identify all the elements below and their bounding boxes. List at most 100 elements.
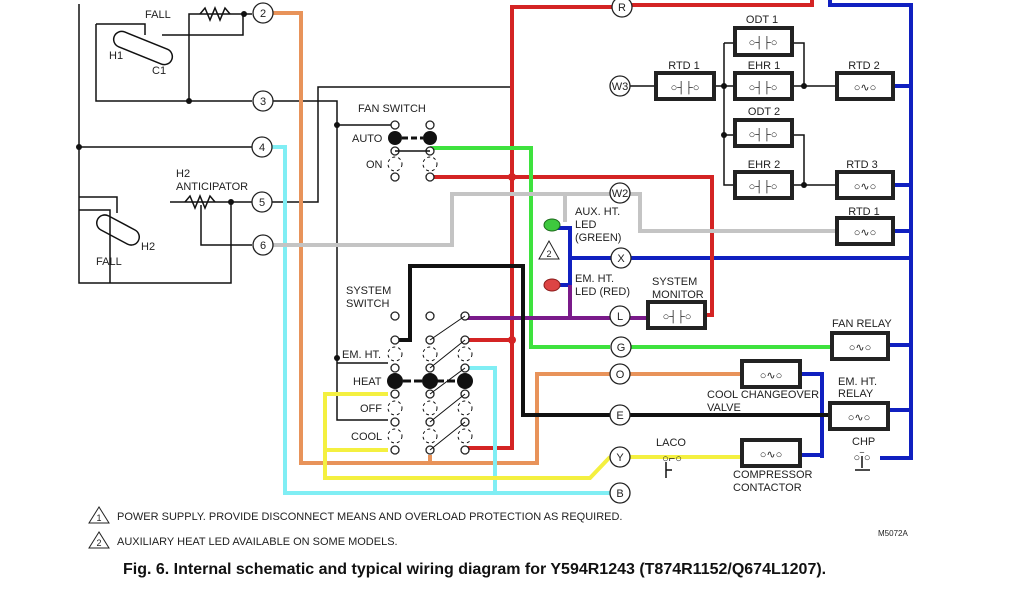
svg-text:W3: W3: [612, 81, 629, 93]
heat-position-label: HEAT: [353, 376, 382, 388]
em-ht-led-red: EM. HT.LED (RED): [543, 273, 630, 298]
svg-text:5: 5: [259, 197, 265, 209]
svg-text:1: 1: [96, 513, 101, 523]
terminal-b[interactable]: B: [609, 482, 631, 504]
svg-text:RTD 2: RTD 2: [848, 60, 880, 72]
fall-label: FALL: [96, 256, 122, 268]
thermostat-terminals: 2 3 4 5 6: [251, 2, 274, 256]
svg-text:3: 3: [260, 96, 266, 108]
svg-text:Y: Y: [616, 452, 624, 464]
svg-text:CHP: CHP: [852, 436, 875, 448]
terminal-5[interactable]: 5: [251, 191, 273, 213]
fan-auto-contact[interactable]: [423, 131, 437, 145]
svg-text:EHR 1: EHR 1: [748, 60, 780, 72]
terminal-e[interactable]: E: [609, 404, 631, 426]
rtd2-coil: RTD 2 ○∿○: [835, 60, 895, 101]
rtd3-coil: RTD 3 ○∿○: [835, 159, 895, 200]
field-wires: [272, 0, 913, 495]
svg-text:ODT 2: ODT 2: [748, 106, 780, 118]
svg-text:(GREEN): (GREEN): [575, 232, 621, 244]
svg-text:4: 4: [259, 142, 265, 154]
ehr1-contact: EHR 1 ○┤├○: [733, 60, 794, 101]
svg-text:○┤├○: ○┤├○: [749, 35, 778, 50]
svg-text:2: 2: [546, 249, 551, 259]
svg-text:○┤├○: ○┤├○: [749, 179, 778, 194]
terminal-o[interactable]: O: [609, 363, 631, 385]
system-switch-label: SWITCH: [346, 298, 389, 310]
terminal-3[interactable]: 3: [252, 90, 274, 112]
svg-text:○∿○: ○∿○: [854, 82, 877, 94]
svg-text:R: R: [618, 2, 626, 14]
em-ht-relay: EM. HT.RELAY○∿○: [828, 376, 890, 431]
note-1: 1 POWER SUPPLY. PROVIDE DISCONNECT MEANS …: [88, 506, 623, 524]
svg-text:○⌐○: ○⌐○: [662, 453, 682, 465]
off-position-label: OFF: [360, 403, 382, 415]
h2-label: H2: [141, 241, 155, 253]
rtd1-coil: RTD 1○∿○: [835, 206, 895, 246]
svg-text:RELAY: RELAY: [838, 388, 874, 400]
em-ht-position-label: EM. HT.: [342, 349, 381, 361]
svg-text:2: 2: [260, 8, 266, 20]
svg-text:VALVE: VALVE: [707, 402, 741, 414]
svg-text:X: X: [617, 253, 625, 265]
chp-switch: CHP○‾○: [852, 436, 875, 471]
terminal-l[interactable]: L: [609, 305, 631, 327]
system-switch-label: SYSTEM: [346, 285, 391, 297]
terminal-2[interactable]: 2: [252, 2, 274, 24]
system-switch[interactable]: SYSTEM SWITCH EM. HT. HEAT OFF COOL: [342, 285, 473, 455]
fan-on-label: ON: [366, 159, 383, 171]
svg-text:○∿○: ○∿○: [854, 181, 877, 193]
terminal-x[interactable]: X: [610, 247, 632, 269]
fan-switch[interactable]: FAN SWITCH AUTO ON: [352, 103, 438, 182]
heat-contact[interactable]: [387, 373, 403, 389]
c1-label: C1: [152, 65, 166, 77]
laco-switch: LACO○⌐○: [656, 437, 686, 478]
figure-id: M5072A: [878, 529, 908, 538]
svg-text:○┤├○: ○┤├○: [749, 127, 778, 142]
svg-text:○∿○: ○∿○: [760, 370, 783, 382]
svg-text:W2: W2: [612, 188, 629, 200]
svg-text:G: G: [617, 342, 626, 354]
aux-ht-led-green: AUX. HT.LED(GREEN): [543, 206, 621, 244]
terminal-w3[interactable]: W3: [609, 75, 631, 97]
terminal-r[interactable]: R: [611, 0, 633, 18]
svg-text:○┤├○: ○┤├○: [749, 80, 778, 95]
svg-text:B: B: [616, 488, 623, 500]
fan-auto-contact[interactable]: [388, 131, 402, 145]
terminal-4[interactable]: 4: [251, 136, 273, 158]
anticipator-label: ANTICIPATOR: [176, 181, 248, 193]
svg-text:L: L: [617, 311, 623, 323]
heat-contact[interactable]: [457, 373, 473, 389]
svg-text:O: O: [616, 369, 625, 381]
h2-bimetal-icon: [96, 214, 140, 246]
svg-text:6: 6: [260, 240, 266, 252]
svg-text:EHR 2: EHR 2: [748, 159, 780, 171]
svg-text:E: E: [616, 410, 623, 422]
components: ODT 1○┤├○ RTD 1○┤├○ EHR 1○┤├○ RTD 2○∿○ O…: [538, 14, 895, 494]
ehr2-contact: EHR 2 ○┤├○: [733, 159, 794, 200]
svg-text:POWER SUPPLY. PROVIDE DISCONNE: POWER SUPPLY. PROVIDE DISCONNECT MEANS A…: [117, 511, 623, 523]
odt1-contact: ODT 1○┤├○: [733, 14, 794, 57]
svg-text:COMPRESSOR: COMPRESSOR: [733, 469, 813, 481]
terminal-g[interactable]: G: [610, 336, 632, 358]
terminal-y[interactable]: Y: [609, 446, 631, 468]
thermostat-internal-wiring: FALL H1 C1 H2 FALL H2 ANTICIPATOR: [76, 4, 512, 421]
terminal-w2[interactable]: W2: [609, 182, 631, 204]
svg-text:RTD 3: RTD 3: [846, 159, 878, 171]
terminal-6[interactable]: 6: [252, 234, 274, 256]
svg-text:RTD 1: RTD 1: [848, 206, 880, 218]
svg-text:FAN RELAY: FAN RELAY: [832, 318, 892, 330]
rtd1-contact: RTD 1○┤├○: [654, 60, 716, 101]
svg-text:2: 2: [96, 538, 101, 548]
notes: 1 POWER SUPPLY. PROVIDE DISCONNECT MEANS …: [88, 506, 908, 578]
svg-text:EM. HT.: EM. HT.: [575, 273, 614, 285]
subbase-terminals: R W3 W2 X L G O E Y B: [609, 0, 633, 504]
svg-text:○∿○: ○∿○: [849, 342, 872, 354]
fan-relay: FAN RELAY ○∿○: [830, 318, 892, 361]
svg-text:○∿○: ○∿○: [760, 449, 783, 461]
h1-bimetal-icon: [112, 30, 174, 66]
